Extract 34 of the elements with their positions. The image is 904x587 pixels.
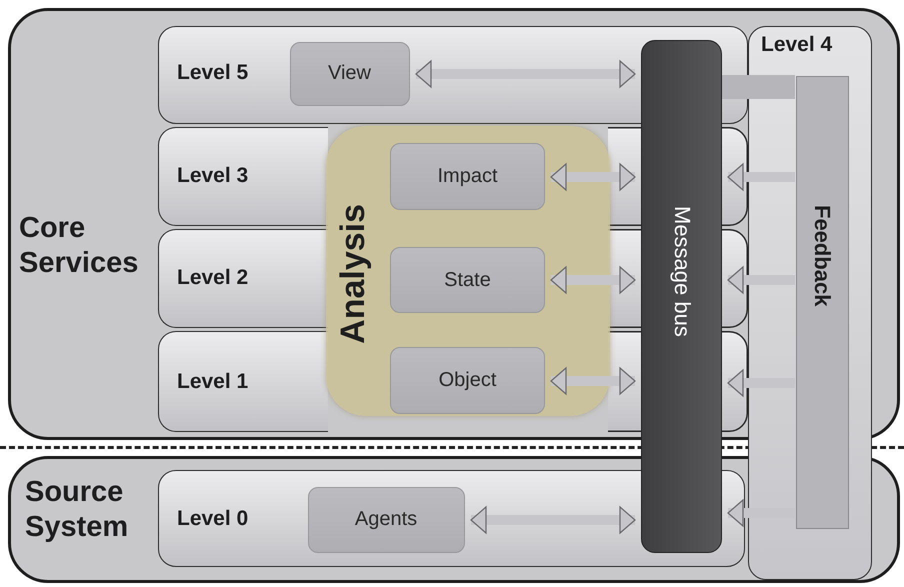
level-band — [158, 127, 328, 226]
node-label: Core Services — [19, 211, 140, 281]
module-box — [308, 486, 464, 552]
module-box — [290, 42, 410, 106]
module-box — [390, 143, 545, 210]
node-label: Level 4 — [761, 33, 832, 57]
analysis-panel — [326, 126, 610, 416]
node-label: Feedback — [809, 205, 835, 306]
arrow — [550, 163, 636, 191]
node-label: Level 0 — [177, 507, 248, 531]
node-label: Source System — [25, 475, 130, 545]
arrow — [727, 163, 795, 191]
level-band — [158, 229, 328, 328]
node-label: Analysis — [334, 204, 373, 344]
feedback-bar — [796, 76, 849, 529]
module-box — [390, 347, 545, 414]
node-label: Agents — [354, 508, 418, 531]
arrow — [470, 506, 636, 534]
node-label: Message bus — [669, 206, 695, 337]
node-label: Level 2 — [177, 266, 248, 290]
arrow — [415, 60, 636, 88]
arrow — [550, 367, 636, 395]
node-label: Object — [438, 369, 496, 392]
node-label: Impact — [437, 165, 498, 188]
node-label: Level 5 — [177, 61, 248, 85]
node-label: View — [328, 62, 371, 85]
level-band — [158, 331, 328, 432]
arrow — [727, 266, 795, 294]
module-box — [390, 247, 545, 313]
node-label: Level 1 — [177, 370, 248, 394]
node-label: Level 3 — [177, 164, 248, 188]
arrow — [727, 369, 795, 397]
node-label: State — [444, 268, 491, 292]
arrow — [550, 266, 636, 294]
